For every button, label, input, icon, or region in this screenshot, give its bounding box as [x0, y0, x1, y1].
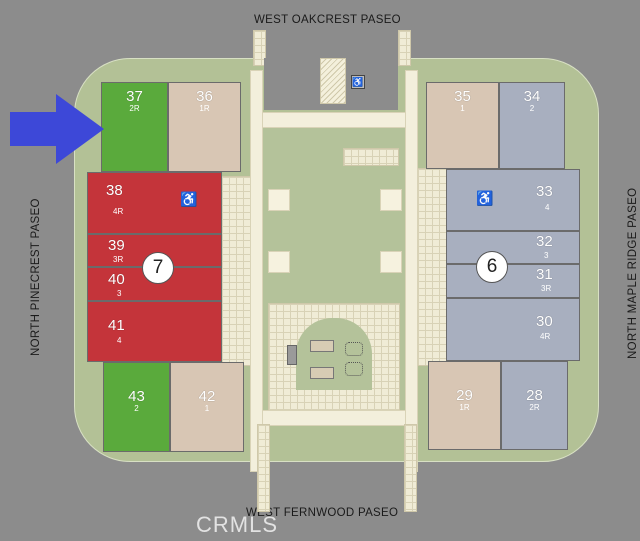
- unit-type: 4R: [540, 332, 551, 341]
- unit-number: 37: [126, 88, 143, 105]
- unit-type: 3R: [541, 284, 552, 293]
- walkway-north-east: [398, 30, 411, 66]
- parking-hatch: [320, 58, 346, 104]
- unit-number: 38: [106, 182, 123, 199]
- unit-type: 3: [544, 251, 549, 260]
- unit-number: 41: [108, 317, 125, 334]
- patio-seating: [345, 362, 363, 376]
- unit-number: 33: [536, 183, 553, 200]
- unit-number: 28: [526, 387, 543, 404]
- unit-36[interactable]: 36 1R: [168, 82, 241, 172]
- unit-number: 30: [536, 313, 553, 330]
- unit-35[interactable]: 35 1: [426, 82, 499, 169]
- unit-41[interactable]: 41 4: [87, 301, 222, 362]
- courtyard-pad: [380, 251, 402, 273]
- unit-number: 40: [108, 271, 125, 288]
- unit-34[interactable]: 34 2: [499, 82, 565, 169]
- watermark: CRMLS: [196, 512, 279, 537]
- unit-29[interactable]: 29 1R: [428, 361, 501, 450]
- unit-number: 42: [198, 388, 216, 405]
- unit-31[interactable]: 31 3R: [446, 264, 580, 298]
- unit-type: 4: [545, 203, 550, 212]
- accessible-parking-icon: ♿: [351, 75, 365, 89]
- unit-type: 3: [117, 289, 122, 298]
- picnic-table: [310, 367, 334, 379]
- courtyard-bottom-walk: [262, 410, 407, 426]
- accessible-unit-icon: ♿: [180, 191, 198, 207]
- unit-42[interactable]: 42 1: [170, 362, 244, 452]
- unit-number: 35: [454, 88, 471, 105]
- unit-28[interactable]: 28 2R: [501, 361, 568, 450]
- unit-33[interactable]: 33 4 ♿: [446, 169, 580, 231]
- highlight-arrow-icon: [10, 94, 104, 164]
- accessible-unit-icon: ♿: [476, 190, 494, 206]
- unit-number: 39: [108, 237, 125, 254]
- unit-type: 2R: [529, 403, 540, 412]
- courtyard-pad: [380, 189, 402, 211]
- unit-type: 4: [117, 336, 122, 345]
- unit-number: 31: [536, 266, 553, 283]
- unit-type: 2: [529, 104, 535, 113]
- unit-number: 29: [456, 387, 473, 404]
- building-6-marker: 6: [476, 251, 508, 283]
- unit-type: 2R: [129, 104, 140, 113]
- courtyard-pad: [268, 189, 290, 211]
- unit-37[interactable]: 37 2R: [101, 82, 168, 172]
- walkway-south-west: [257, 424, 270, 512]
- unit-number: 32: [536, 233, 553, 250]
- building-7-marker: 7: [142, 252, 174, 284]
- street-label-north: WEST OAKCREST PASEO: [254, 14, 401, 26]
- street-label-south: WEST FERNWOOD PASEO: [246, 507, 399, 519]
- unit-type: 3R: [113, 255, 124, 264]
- courtyard-top-walk: [262, 112, 407, 128]
- unit-32[interactable]: 32 3: [446, 231, 580, 264]
- unit-30[interactable]: 30 4R: [446, 298, 580, 361]
- courtyard-pad: [268, 251, 290, 273]
- bbq-grill: [287, 345, 297, 365]
- walkway-south-east: [404, 424, 417, 512]
- walkway-west-long: [250, 70, 263, 472]
- unit-type: 4R: [113, 207, 124, 216]
- unit-type: 1R: [459, 403, 470, 412]
- unit-type: 1R: [199, 104, 210, 113]
- unit-number: 34: [523, 88, 541, 105]
- walkway-west: [221, 176, 253, 366]
- unit-38[interactable]: 38 4R ♿: [87, 172, 222, 234]
- unit-43[interactable]: 43 2: [103, 362, 170, 452]
- courtyard-planter: [343, 148, 399, 166]
- picnic-table: [310, 340, 334, 352]
- unit-type: 1: [460, 104, 465, 113]
- street-label-east: NORTH MAPLE RIDGE PASEO: [627, 187, 639, 359]
- unit-number: 36: [196, 88, 213, 105]
- walkway-north-west: [253, 30, 266, 66]
- street-label-west: NORTH PINECREST PASEO: [30, 198, 42, 356]
- unit-type: 2: [134, 404, 139, 413]
- patio-seating: [345, 342, 363, 356]
- walkway-east-long: [405, 70, 418, 472]
- walkway-east: [417, 168, 449, 366]
- unit-number: 43: [128, 388, 145, 405]
- unit-type: 1: [204, 404, 210, 413]
